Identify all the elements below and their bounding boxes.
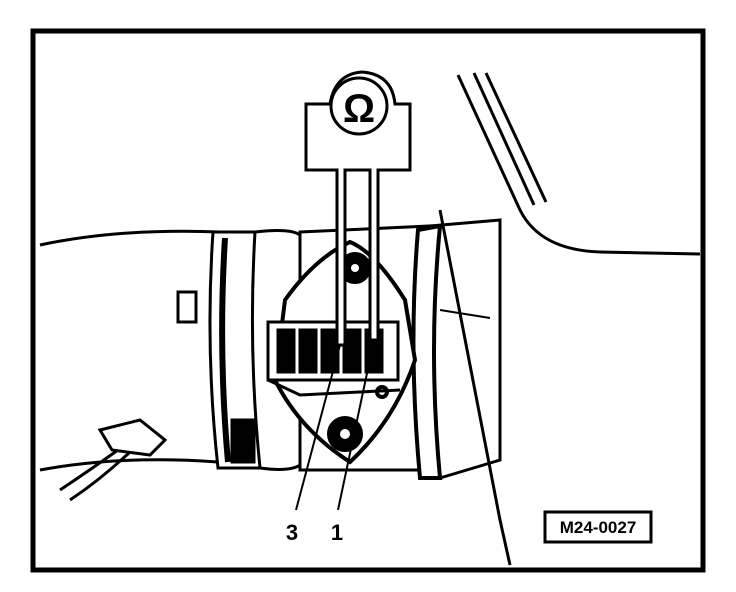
ohm-symbol: Ω [343, 87, 375, 131]
callout-leaders [295, 344, 374, 511]
intake-pipe [39, 229, 221, 472]
sensor-cable [59, 418, 168, 502]
callout-3: 3 [286, 520, 298, 545]
callout-1: 1 [331, 520, 343, 545]
figure-ref-label: M24-0027 [560, 518, 637, 537]
body-panel [438, 72, 701, 566]
hose-clamp [208, 229, 302, 471]
ohmmeter [304, 70, 412, 347]
figure-ref-box [543, 510, 653, 544]
